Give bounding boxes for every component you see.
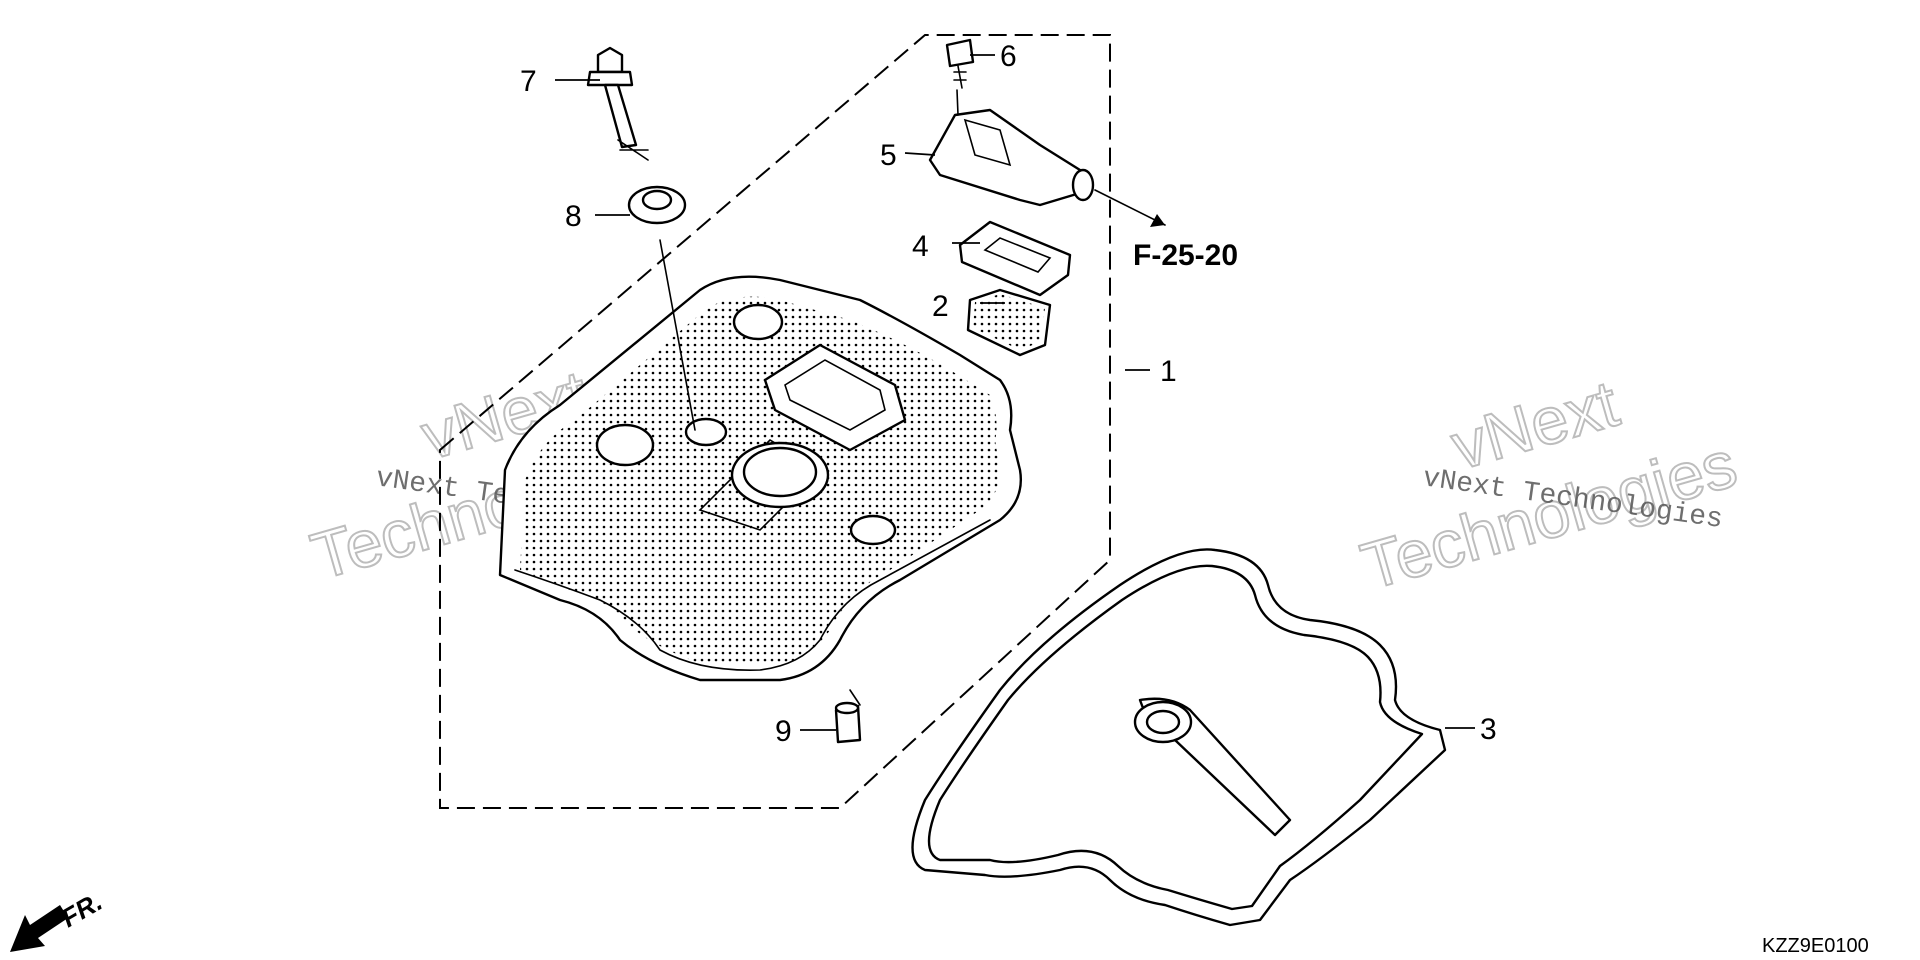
part-2-filter	[966, 288, 1052, 357]
callout-4: 4	[912, 230, 929, 263]
callout-9: 9	[775, 715, 792, 748]
callout-2: 2	[932, 290, 949, 323]
callout-7: 7	[520, 65, 537, 98]
front-arrow-icon	[10, 905, 68, 952]
watermark-right: vNext Technologies vNext Technologies	[1352, 365, 1745, 605]
part-4-gasket	[958, 220, 1072, 297]
part-6-bolt	[945, 38, 975, 89]
front-direction-indicator: FR.	[10, 886, 107, 952]
callout-6: 6	[1000, 40, 1017, 73]
callout-5: 5	[880, 139, 897, 172]
callout-1: 1	[1160, 355, 1177, 388]
part-9-dowel	[834, 701, 862, 744]
part-3-head-cover-gasket	[911, 548, 1447, 927]
callout-3: 3	[1480, 713, 1497, 746]
cylinder-head-cover	[498, 275, 1022, 682]
callout-8: 8	[565, 200, 582, 233]
part-8-seal	[627, 185, 687, 225]
reference-label: F-25-20	[1133, 239, 1238, 272]
part-7-bolt	[586, 46, 649, 161]
leader-lines	[555, 54, 1475, 731]
front-label: FR.	[56, 886, 107, 933]
diagram-code: KZZ9E0100	[1762, 935, 1869, 957]
part-5-breather-cover	[928, 108, 1095, 207]
assembly-boundary	[439, 34, 1111, 809]
